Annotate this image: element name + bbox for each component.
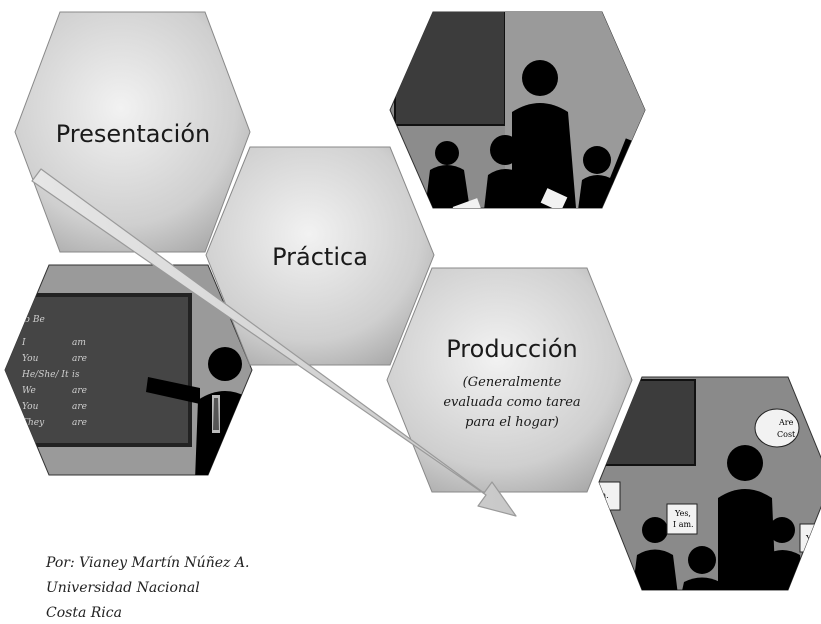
svg-text:are: are bbox=[72, 418, 87, 428]
hexagon-practica: Práctica bbox=[205, 146, 435, 366]
svg-text:Cost: Cost bbox=[777, 430, 796, 439]
svg-text:You: You bbox=[22, 354, 39, 364]
grammar-board bbox=[5, 293, 192, 447]
svg-text:Yes,: Yes, bbox=[674, 509, 691, 518]
credit-university: Universidad Nacional bbox=[46, 580, 200, 596]
produccion-note-line-1: (Generalmente bbox=[463, 375, 562, 390]
credit-author: Por: Vianey Martín Núñez A. bbox=[46, 555, 250, 571]
svg-text:Are: Are bbox=[778, 418, 794, 427]
svg-text:I am.: I am. bbox=[673, 520, 694, 529]
svg-text:I: I bbox=[21, 338, 26, 348]
label-produccion: Producción bbox=[446, 335, 577, 363]
hexagon-produccion: Producción (Generalmente evaluada como t… bbox=[386, 267, 633, 493]
svg-text:are: are bbox=[72, 386, 87, 396]
produccion-note-line-2: evaluada como tarea bbox=[443, 395, 580, 410]
svg-text:Y: Y bbox=[805, 534, 812, 543]
hexagon-photo-classroom-top bbox=[389, 11, 646, 209]
svg-text:You: You bbox=[22, 402, 39, 412]
progression-arrow bbox=[31, 168, 517, 517]
svg-text:are: are bbox=[72, 354, 87, 364]
hexagon-photo-speaking-activity: Are Cost Yes, I am. h. Y bbox=[598, 376, 821, 591]
svg-text:h.: h. bbox=[601, 491, 609, 500]
produccion-note-line-3: para el hogar) bbox=[465, 415, 559, 430]
svg-text:We: We bbox=[22, 386, 36, 396]
hexagon-presentacion: Presentación bbox=[14, 11, 251, 253]
chalkboard bbox=[394, 12, 506, 126]
credit-country: Costa Rica bbox=[46, 605, 122, 621]
label-practica: Práctica bbox=[272, 243, 368, 271]
svg-text:is: is bbox=[72, 370, 80, 380]
svg-text:are: are bbox=[72, 402, 87, 412]
label-presentacion: Presentación bbox=[56, 120, 211, 148]
svg-text:He/She/ It: He/She/ It bbox=[21, 370, 69, 380]
svg-text:They: They bbox=[22, 418, 45, 428]
svg-text:rb Be: rb Be bbox=[20, 315, 45, 325]
svg-text:am: am bbox=[72, 338, 86, 348]
